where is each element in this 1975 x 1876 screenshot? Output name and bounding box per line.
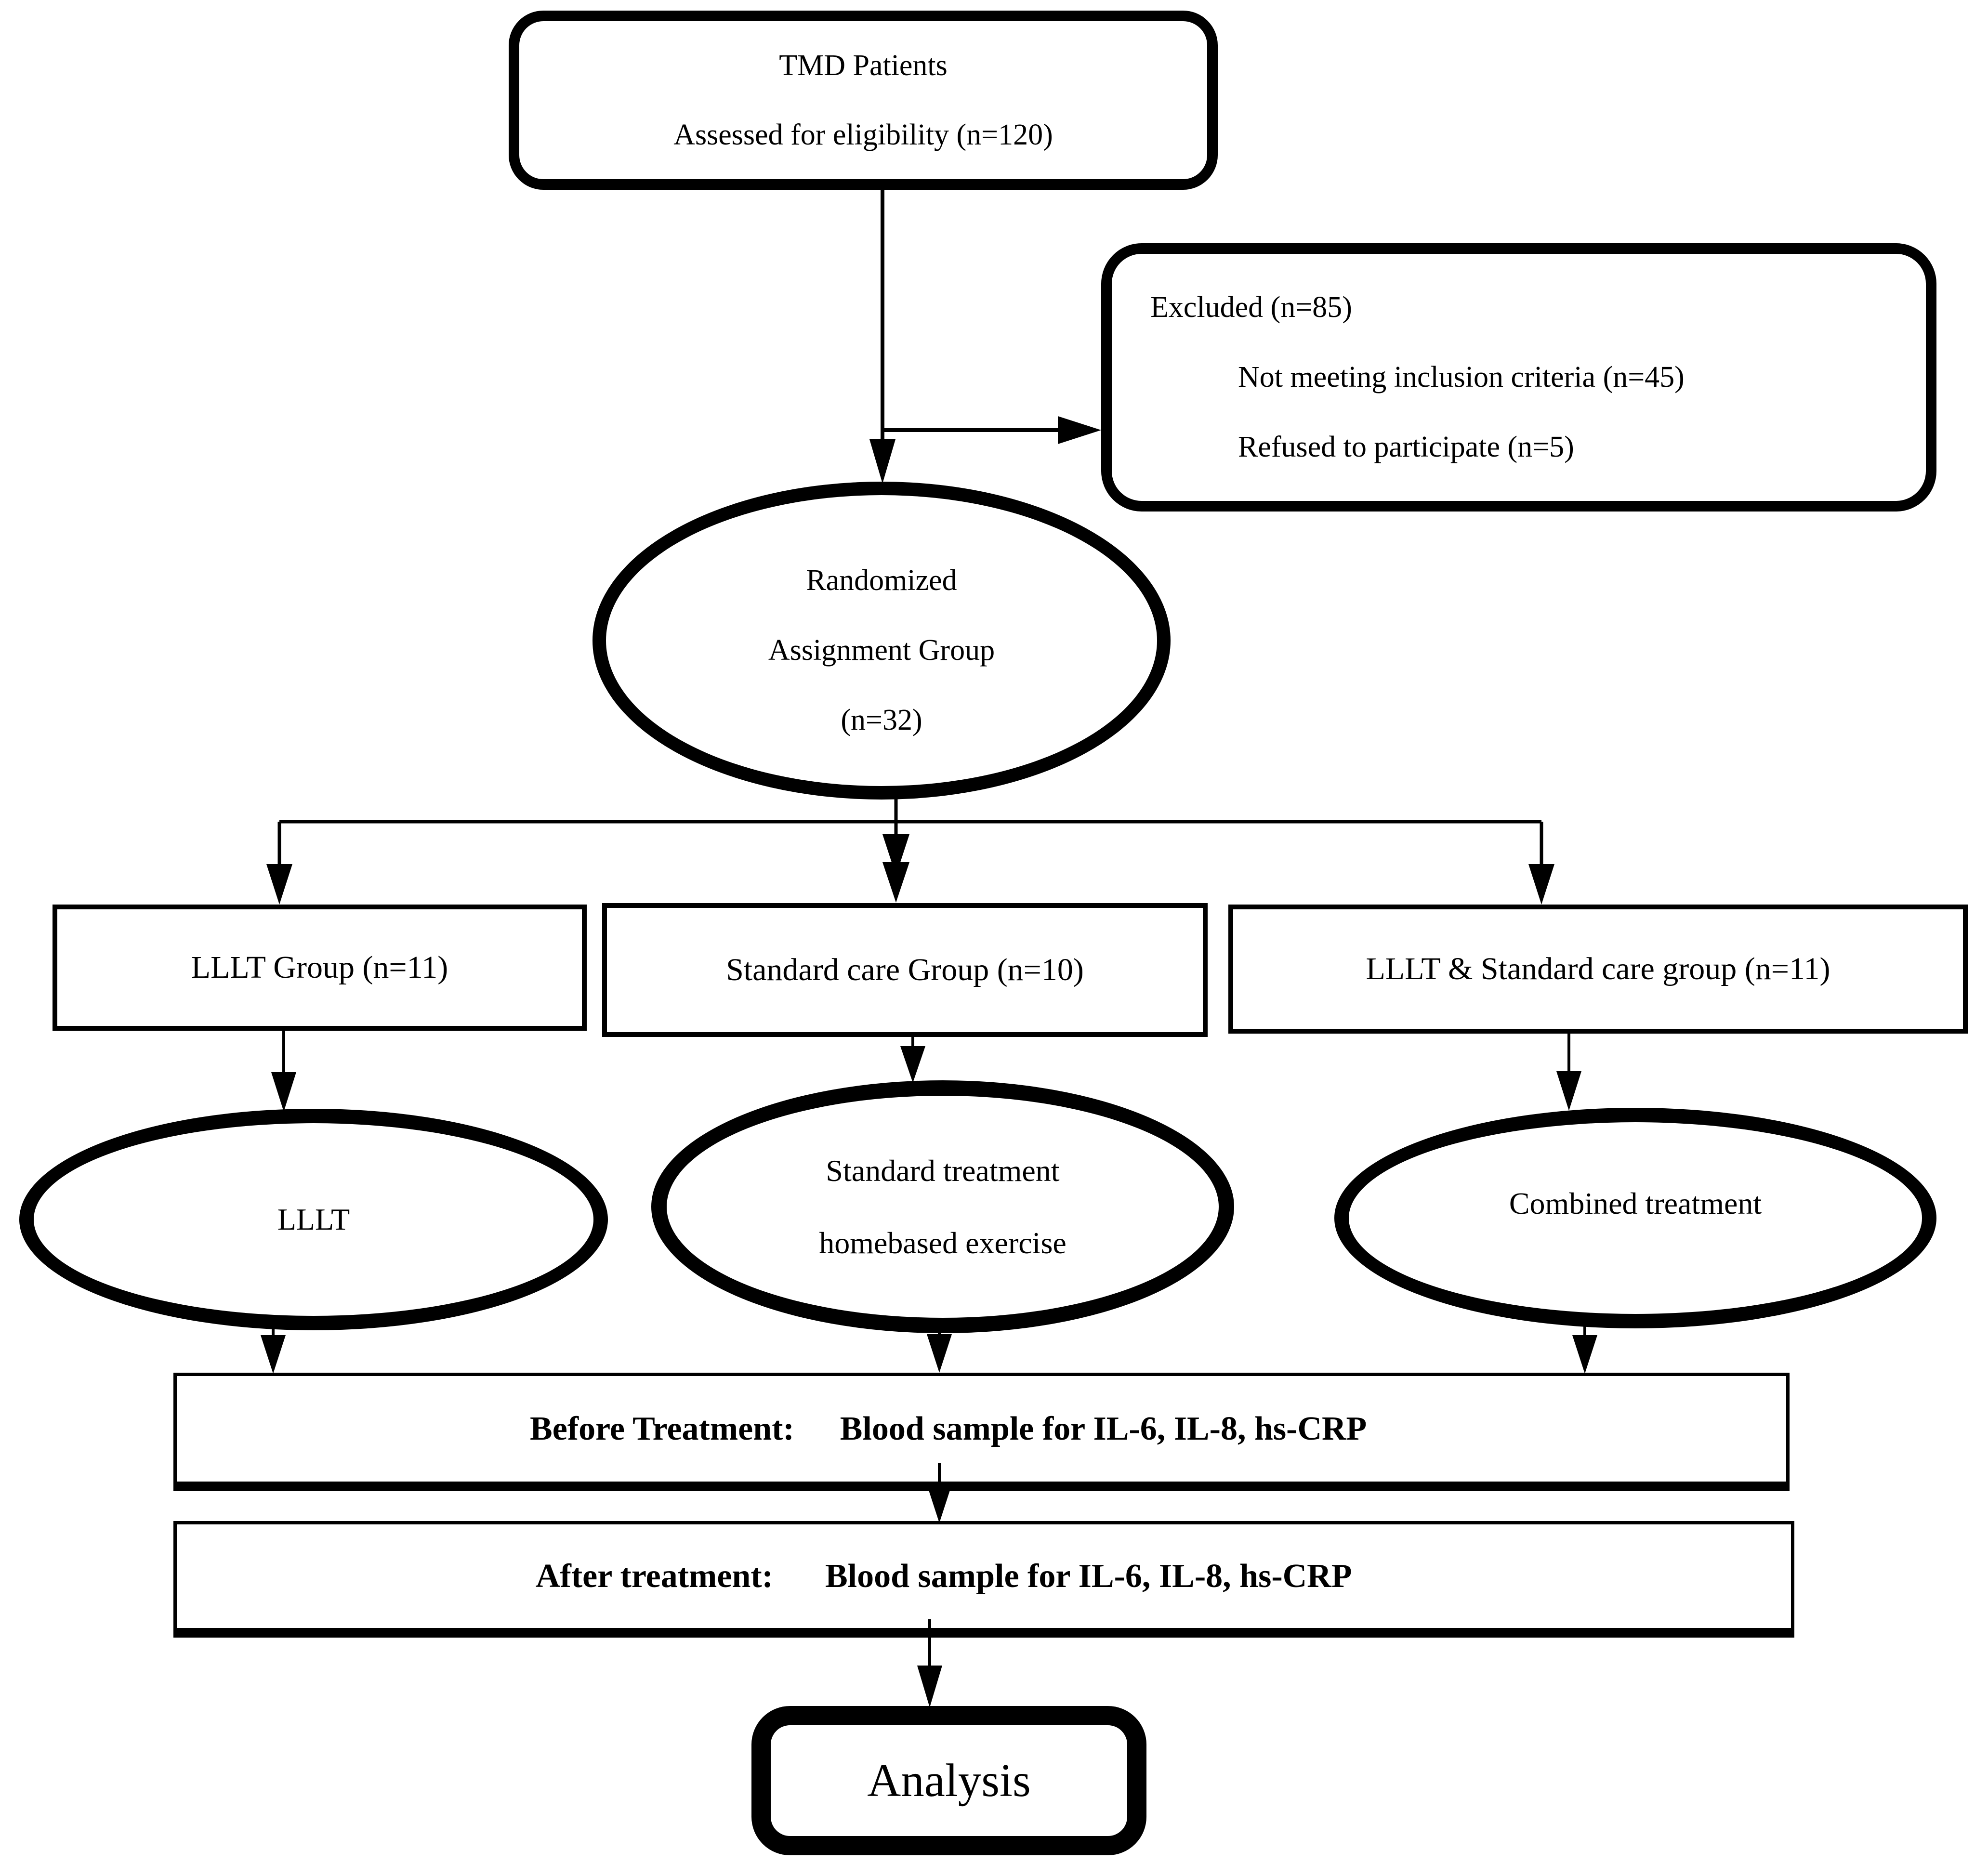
eligibility-line1: TMD Patients [779, 49, 948, 82]
analysis-box: Analysis [751, 1706, 1146, 1855]
standard-treatment-ellipse: Standard treatment homebased exercise [651, 1080, 1234, 1333]
arrow-branch-to-lllt-group [266, 822, 292, 905]
combined-treatment-ellipse: Combined treatment [1334, 1108, 1936, 1328]
lllt-treatment-label: LLLT [277, 1202, 350, 1236]
lllt-group-label: LLLT Group (n=11) [191, 950, 448, 985]
arrow-branch-to-combined-group [1528, 822, 1554, 905]
arrow-lllt-to-before [261, 1327, 286, 1374]
analysis-label: Analysis [867, 1755, 1031, 1806]
arrow-lllt-group-to-ellipse [271, 1030, 296, 1112]
standard-treatment-line2: homebased exercise [819, 1225, 1066, 1260]
randomized-line3: (n=32) [841, 703, 922, 736]
excluded-line3: Refused to participate (n=5) [1238, 431, 1574, 463]
combined-treatment-label: Combined treatment [1509, 1186, 1762, 1220]
after-treatment-label: After treatment: [536, 1557, 773, 1595]
standard-care-group-label: Standard care Group (n=10) [726, 952, 1084, 987]
arrow-to-excluded [882, 416, 1101, 444]
arrow-standard-group-to-ellipse [900, 1036, 925, 1083]
standard-treatment-line1: Standard treatment [826, 1153, 1060, 1188]
excluded-line1: Excluded (n=85) [1150, 291, 1352, 324]
before-treatment-value: Blood sample for IL-6, IL-8, hs-CRP [840, 1410, 1367, 1447]
arrow-eligibility-to-randomized [869, 190, 895, 484]
arrow-randomized-to-branch [882, 794, 909, 903]
combined-group-box: LLLT & Standard care group (n=11) [1228, 905, 1968, 1034]
arrow-combined-group-to-ellipse [1556, 1033, 1581, 1111]
lllt-group-box: LLLT Group (n=11) [53, 905, 587, 1031]
eligibility-box: TMD Patients Assessed for eligibility (n… [509, 11, 1218, 190]
after-treatment-box: After treatment: Blood sample for IL-6, … [173, 1521, 1794, 1638]
after-treatment-value: Blood sample for IL-6, IL-8, hs-CRP [825, 1557, 1352, 1595]
randomized-ellipse: Randomized Assignment Group (n=32) [592, 482, 1171, 800]
excluded-box: Excluded (n=85) Not meeting inclusion cr… [1101, 243, 1936, 512]
eligibility-line2: Assessed for eligibility (n=120) [673, 118, 1053, 151]
lllt-treatment-ellipse: LLLT [19, 1109, 608, 1330]
combined-group-label: LLLT & Standard care group (n=11) [1366, 951, 1830, 986]
before-treatment-box: Before Treatment: Blood sample for IL-6,… [173, 1373, 1790, 1491]
arrow-combined-to-before [1572, 1325, 1597, 1374]
randomized-line1: Randomized [806, 564, 957, 597]
excluded-line2: Not meeting inclusion criteria (n=45) [1238, 361, 1685, 394]
randomized-line2: Assignment Group [768, 633, 995, 667]
standard-care-group-box: Standard care Group (n=10) [602, 903, 1208, 1037]
before-treatment-label: Before Treatment: [530, 1410, 794, 1447]
arrow-standard-to-before [927, 1330, 952, 1373]
